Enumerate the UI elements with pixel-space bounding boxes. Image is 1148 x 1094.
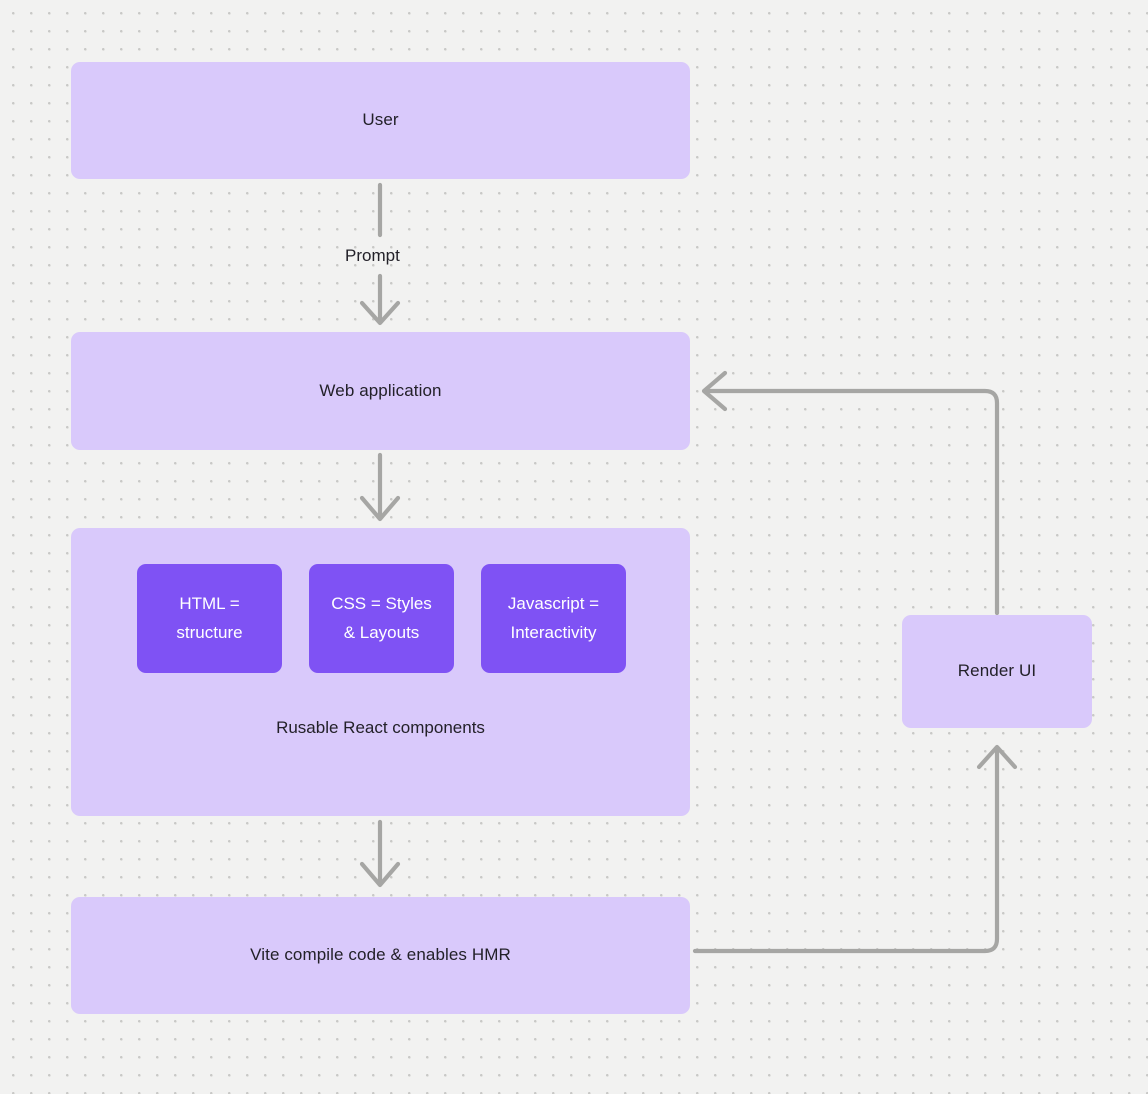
chip-css-line1: CSS = Styles <box>331 593 432 613</box>
chip-html-label: HTML = structure <box>170 590 248 648</box>
arrowhead-webapp <box>359 300 401 326</box>
edge-render-to-webapp <box>704 388 1000 616</box>
chip-html-line2: structure <box>176 622 243 642</box>
node-user-label: User <box>362 110 399 130</box>
chip-html[interactable]: HTML = structure <box>137 564 282 673</box>
chip-row: HTML = structure CSS = Styles & Layouts Ja… <box>137 564 626 673</box>
arrowhead-components <box>359 495 401 522</box>
arrowhead-render <box>976 744 1018 770</box>
chip-css-line2: & Layouts <box>343 622 420 642</box>
node-web-application-label: Web application <box>319 380 442 400</box>
node-user[interactable]: User <box>71 62 690 179</box>
chip-css-label: CSS = Styles & Layouts <box>325 590 438 648</box>
node-vite-label: Vite compile code & enables HMR <box>250 945 511 965</box>
chip-javascript-line1: Javascript = <box>507 593 600 613</box>
node-render-ui[interactable]: Render UI <box>902 615 1092 728</box>
chip-html-line1: HTML = <box>179 593 240 613</box>
chip-javascript-label: Javascript = Interactivity <box>502 590 605 648</box>
arrowhead-webapp-return <box>701 370 728 412</box>
node-components-group[interactable]: HTML = structure CSS = Styles & Layouts Ja… <box>71 528 690 816</box>
node-web-application[interactable]: Web application <box>71 332 690 450</box>
chip-javascript[interactable]: Javascript = Interactivity <box>481 564 626 673</box>
chip-javascript-line2: Interactivity <box>510 622 597 642</box>
node-render-ui-label: Render UI <box>957 661 1037 681</box>
components-group-caption: Rusable React components <box>276 718 485 737</box>
edge-label-prompt: Prompt <box>345 246 400 265</box>
chip-css[interactable]: CSS = Styles & Layouts <box>309 564 454 673</box>
arrowhead-vite <box>359 861 401 888</box>
edge-vite-to-render <box>692 745 1000 954</box>
node-vite[interactable]: Vite compile code & enables HMR <box>71 897 690 1014</box>
